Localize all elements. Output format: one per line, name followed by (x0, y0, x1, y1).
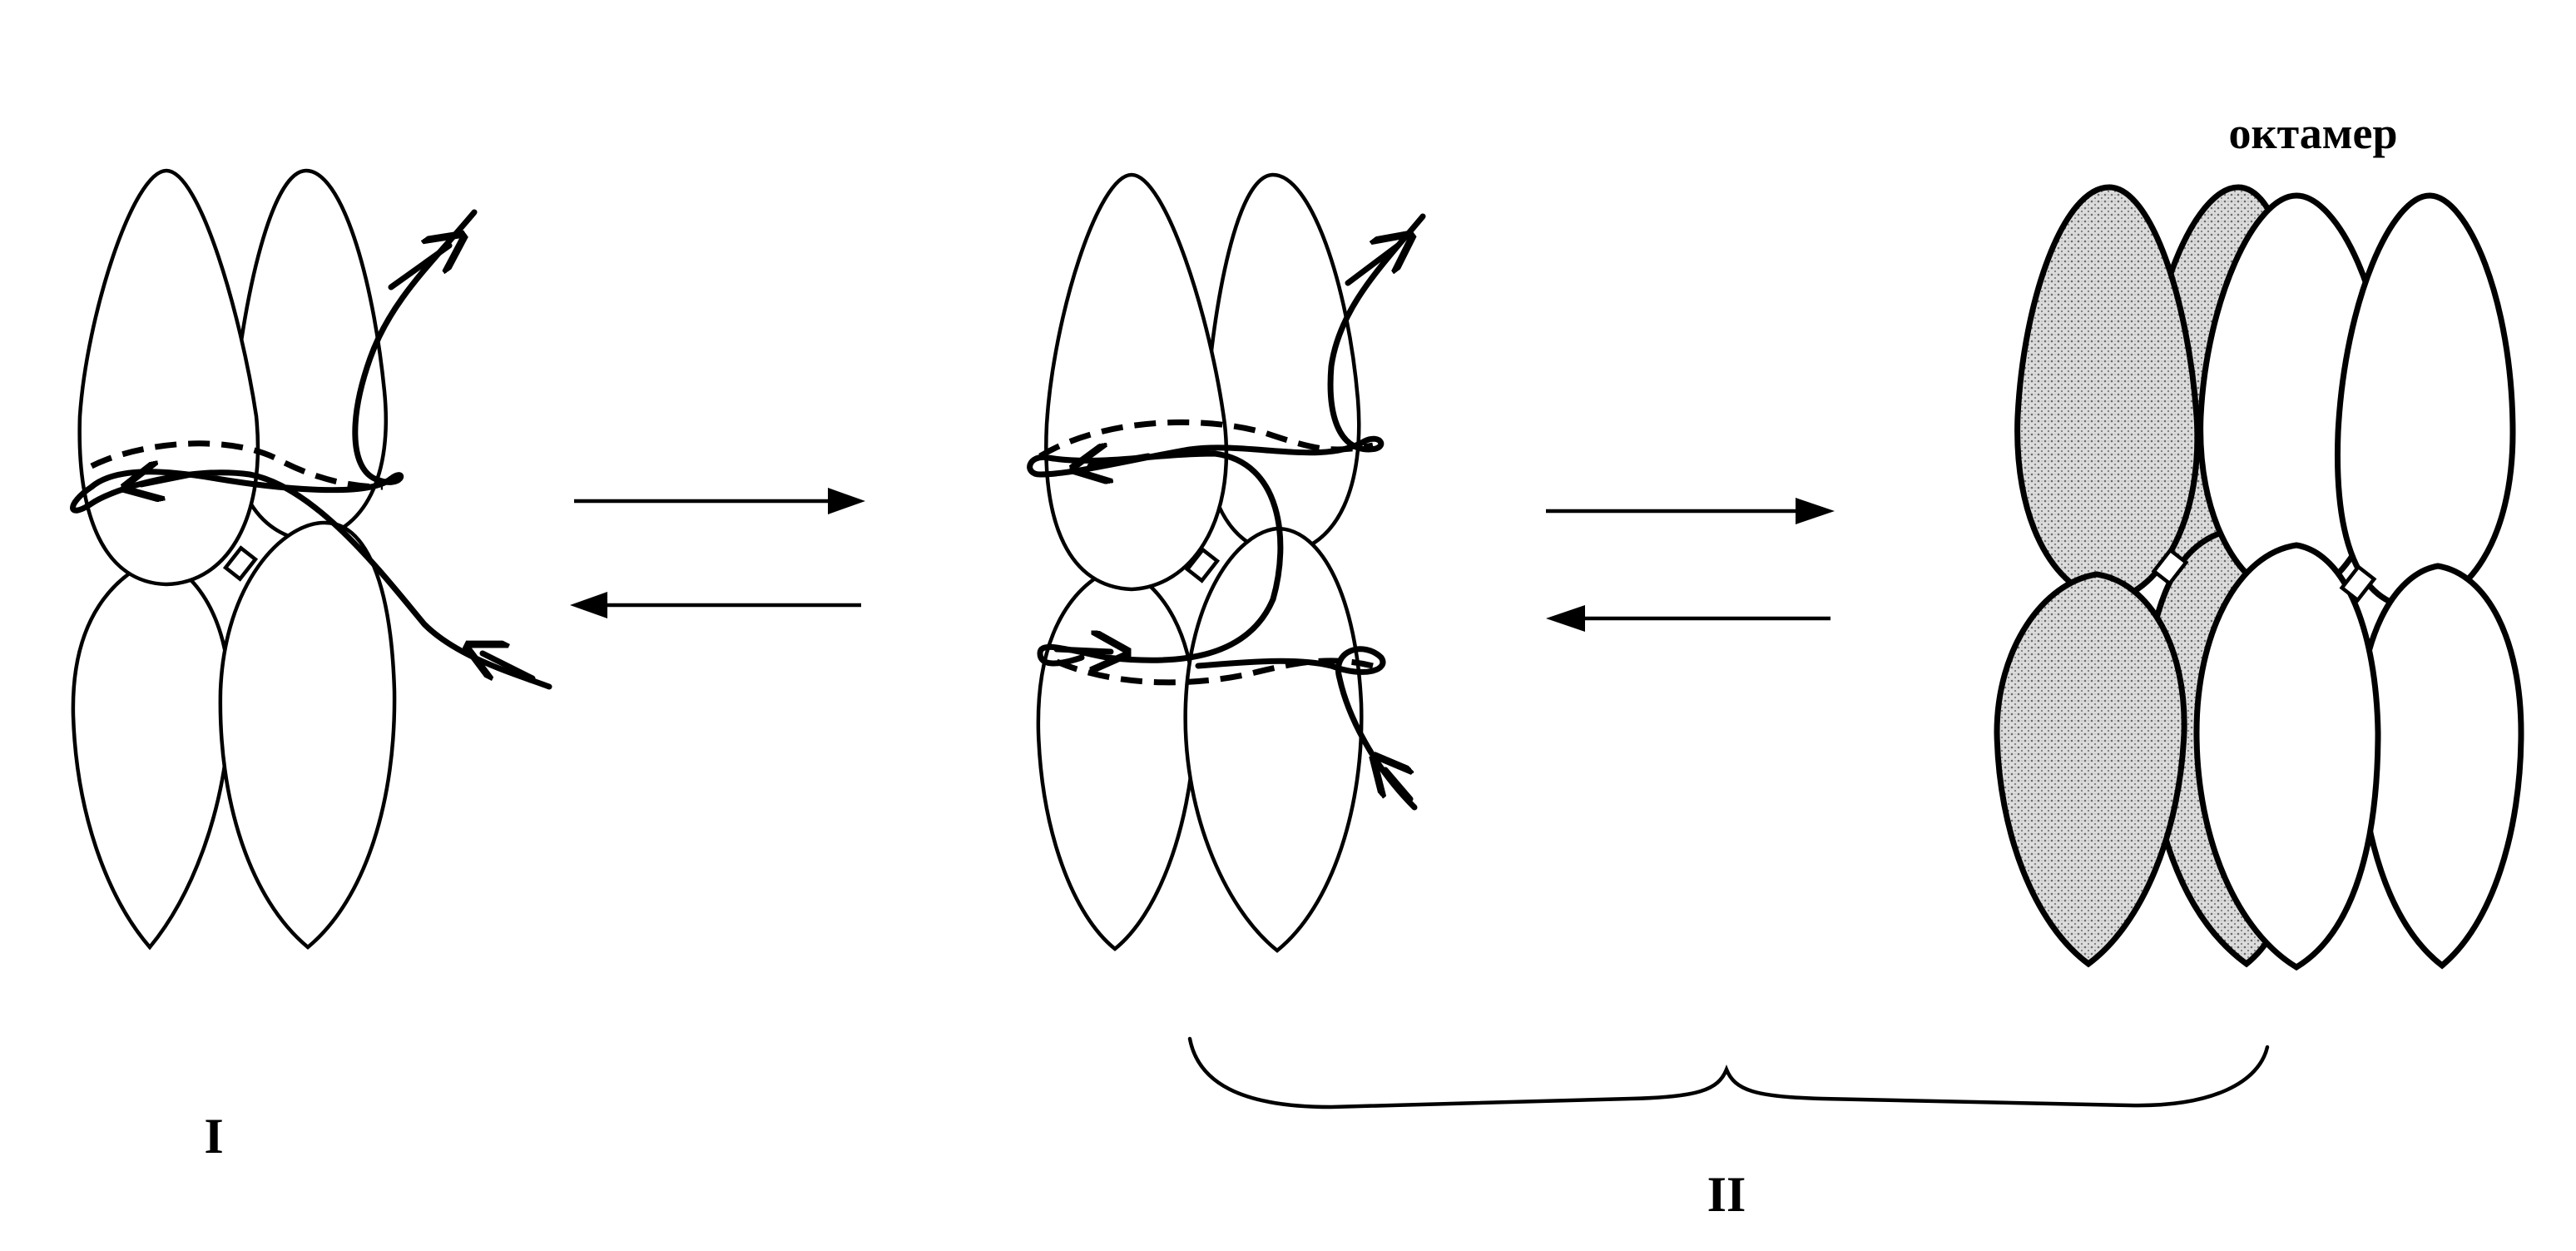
chain-dashed (90, 440, 384, 490)
junction-link (2339, 563, 2377, 603)
chain-arrow-up (388, 246, 449, 290)
state-two-brace (1187, 1036, 2270, 1110)
equilibrium-arrows-right (1546, 498, 1835, 632)
junction-link (222, 545, 259, 582)
state-two-dimer-complex (1027, 172, 1426, 953)
forward-arrowhead (1796, 498, 1835, 524)
lobe (1183, 526, 1364, 953)
reverse-arrowhead (570, 592, 607, 618)
lobe-shaded (2014, 184, 2201, 604)
lobe-white (2356, 563, 2524, 970)
chain-solid (1027, 213, 1426, 667)
lobe (1202, 172, 1361, 556)
junction-link (2151, 547, 2189, 587)
chain-arrow-right (1053, 649, 1111, 652)
reverse-arrowhead (1546, 605, 1585, 632)
chain-solid (1195, 646, 1418, 811)
chain-dashed (1055, 658, 1374, 686)
chain-arrow-left (141, 474, 195, 484)
lobe (71, 555, 232, 951)
chain-arrow-up (1345, 246, 1398, 286)
lobe (1036, 563, 1197, 951)
octamer-label: октамер (2228, 108, 2397, 158)
lobe-shaded (1994, 571, 2187, 968)
state-one-complex (70, 168, 552, 951)
lobe (1044, 172, 1229, 592)
equilibrium-arrows-left (570, 488, 865, 618)
chain-arrow-in (1385, 770, 1410, 802)
lobe (218, 520, 397, 950)
lobe (77, 168, 260, 587)
state-one-label: I (204, 1109, 223, 1164)
lobe-white (2334, 192, 2516, 611)
junction-link (1184, 547, 1221, 583)
chain-arrow-in (483, 653, 536, 682)
forward-arrowhead (828, 488, 865, 514)
chain-arrow-left (1090, 456, 1152, 466)
octamer-complex (1994, 184, 2524, 971)
lobe-white (2193, 542, 2381, 971)
state-two-label: II (1707, 1167, 1746, 1222)
